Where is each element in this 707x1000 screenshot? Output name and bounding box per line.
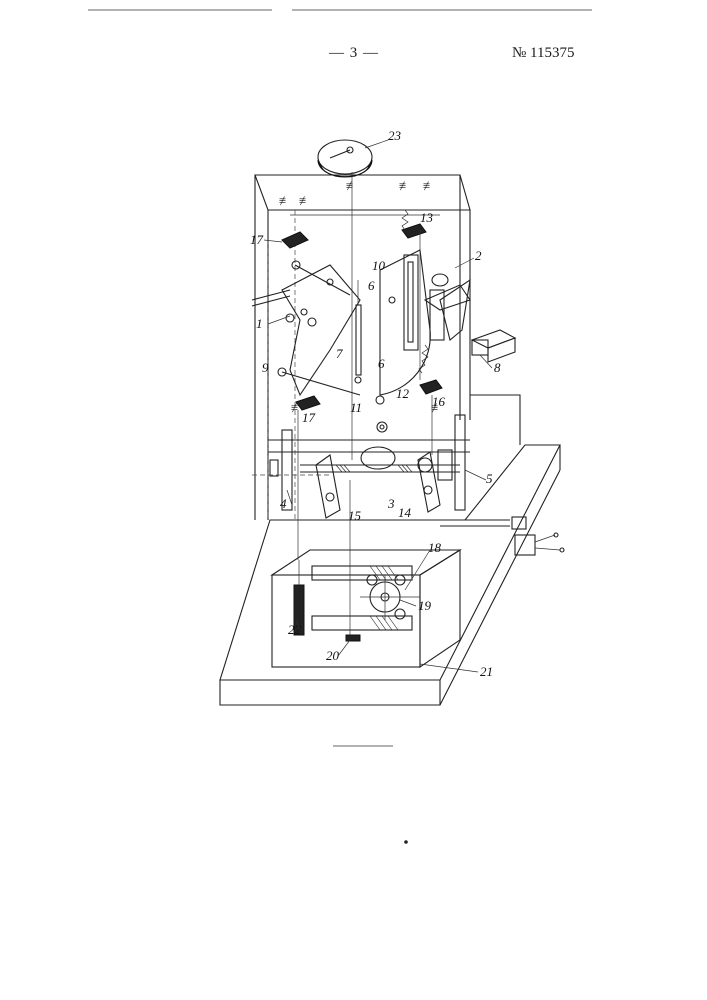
label-11: 11 [350,400,362,415]
label-17b: 17 [302,410,316,425]
label-16: 16 [432,394,446,409]
label-7: 7 [336,346,343,361]
plate-10 [376,250,430,432]
electromagnet-8 [470,330,515,362]
stray-dot [404,840,408,844]
label-1: 1 [256,316,263,331]
reference-labels: 1 2 3 4 5 6 6 7 8 9 10 11 12 13 14 15 16… [250,128,501,679]
label-4: 4 [280,496,287,511]
label-9: 9 [262,360,269,375]
label-13: 13 [420,210,434,225]
label-17a: 17 [250,232,264,247]
label-3: 3 [387,496,395,511]
label-18: 18 [428,540,442,555]
label-19: 19 [418,598,432,613]
cam-plates [316,452,440,518]
handle-2 [425,274,470,340]
svg-text:≢: ≢ [345,178,358,193]
svg-text:≢: ≢ [398,178,411,193]
svg-text:≢: ≢ [422,178,435,193]
drive-box [272,550,460,667]
label-6a: 6 [368,278,375,293]
label-12: 12 [396,386,410,401]
svg-text:≢: ≢ [298,193,311,208]
label-20: 20 [326,648,340,663]
label-6b: 6 [378,356,385,371]
label-5: 5 [486,471,493,486]
label-10: 10 [372,258,386,273]
output-connector [440,517,564,555]
label-2: 2 [475,248,482,263]
svg-text:≢: ≢ [278,193,291,208]
label-8: 8 [494,360,501,375]
label-15: 15 [348,508,362,523]
label-14: 14 [398,505,412,520]
label-23: 23 [388,128,402,143]
label-21: 21 [480,664,493,679]
